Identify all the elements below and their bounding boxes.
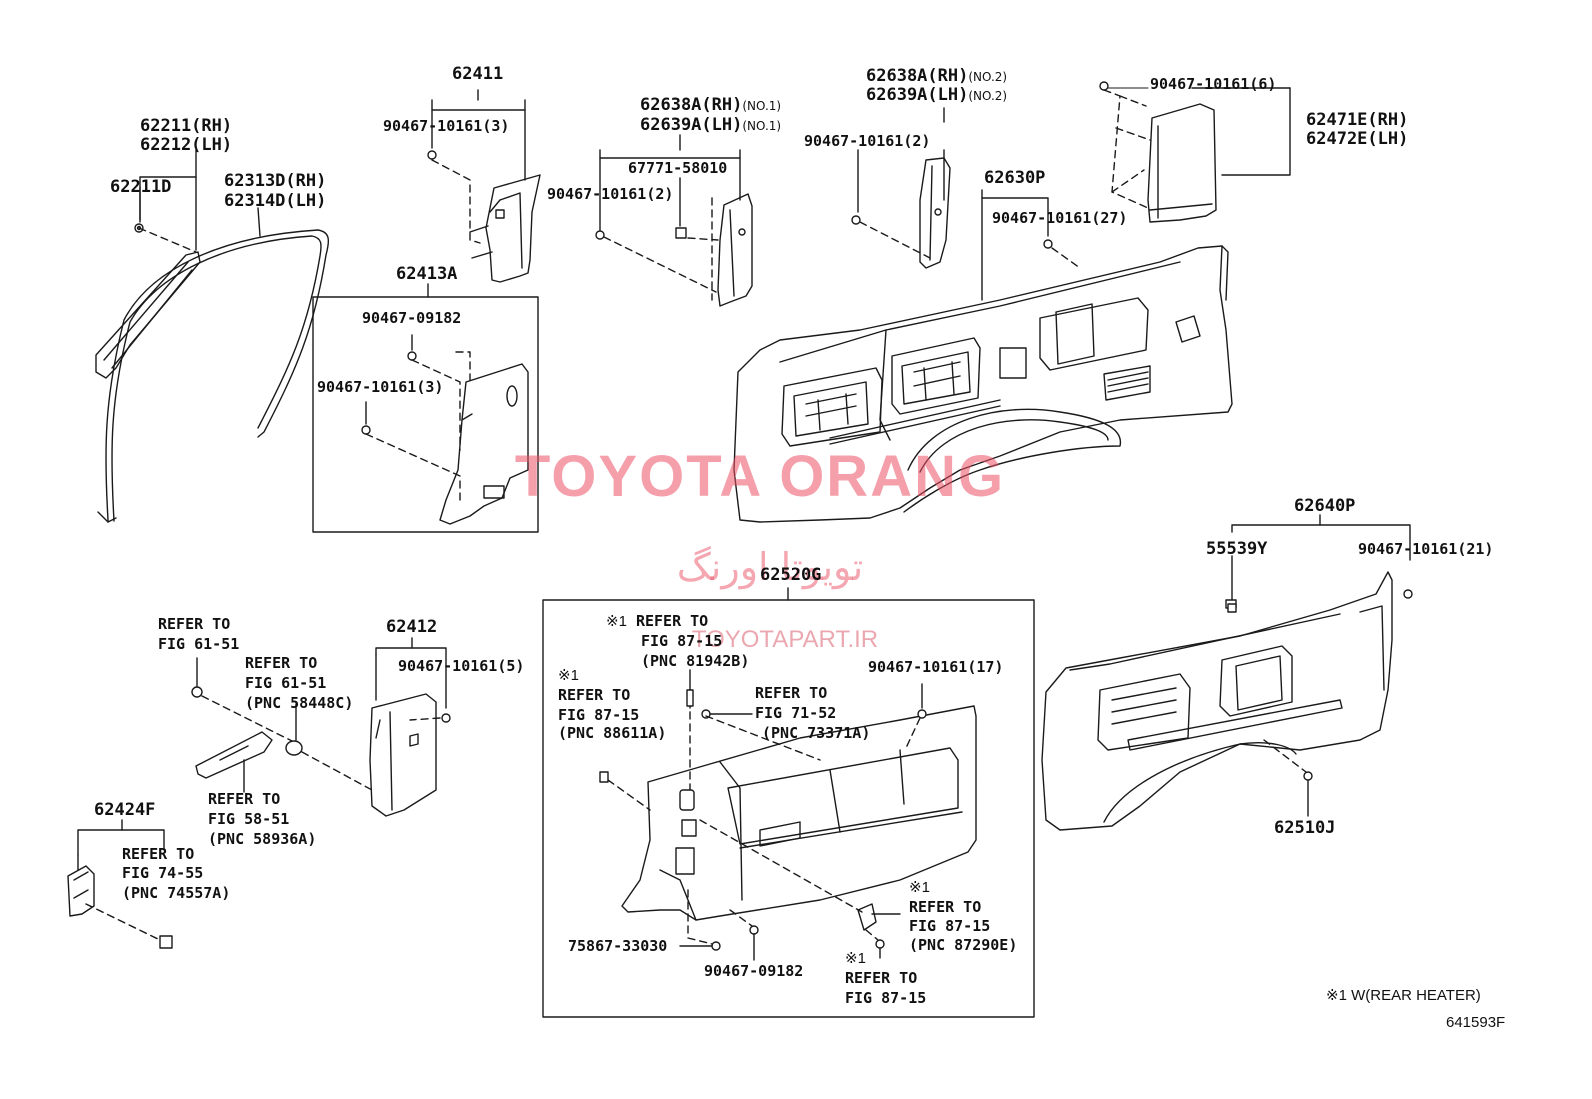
callout-ref-87290e-line1: REFER TO bbox=[909, 898, 982, 916]
callout-ref-74557a-line1: REFER TO bbox=[122, 845, 195, 863]
lower-trim-62520g-part bbox=[621, 705, 977, 921]
callout-ref-58936a-line1: REFER TO bbox=[208, 790, 281, 808]
callout-62630p-clip: 90467-10161(27) bbox=[992, 209, 1128, 227]
trim-62411-part bbox=[469, 174, 541, 283]
callout-62639a-no2: 62639A(LH)(NO.2) bbox=[866, 85, 1008, 105]
callout-62412-clip: 90467-10161(5) bbox=[398, 657, 525, 675]
callout-62412: 62412 bbox=[386, 617, 438, 637]
callout-ref-74557a-line3: (PNC 74557A) bbox=[122, 884, 231, 902]
callout-ref-73371a-line2: FIG 71-52 bbox=[755, 704, 837, 722]
callout-ref-6151a-line2: FIG 61-51 bbox=[158, 635, 240, 653]
callout-ref-88611a-line3: (PNC 88611A) bbox=[558, 724, 667, 742]
callout-62413a-clip-a: 90467-09182 bbox=[362, 309, 462, 327]
callout-ref-88611a-line1: REFER TO bbox=[558, 686, 631, 704]
callout-no2-clip: 90467-10161(2) bbox=[804, 132, 931, 150]
callout-62630p: 62630P bbox=[984, 168, 1046, 188]
callout-ref-88611a-line2: FIG 87-15 bbox=[558, 706, 640, 724]
callout-62520g-clip-b: 90467-09182 bbox=[704, 962, 804, 980]
watermark-brand: TOYOTA ORANG bbox=[514, 444, 1006, 509]
watermark-site: TOYOTAPART.IR bbox=[691, 626, 879, 653]
callout-ref-58936a-line2: FIG 58-51 bbox=[208, 810, 290, 828]
callout-ref-81942b-line1: ※1 REFER TO bbox=[606, 612, 709, 630]
callout-62471e-clip: 90467-10161(6) bbox=[1150, 75, 1277, 93]
callout-62413a: 62413A bbox=[396, 264, 458, 284]
callout-ref-81942b-line3: (PNC 81942B) bbox=[641, 652, 750, 670]
callout-ref-88611a-mark: ※1 bbox=[558, 667, 579, 684]
callout-62211: 62211(RH) bbox=[140, 116, 233, 136]
corner-trim-62471e-part bbox=[1147, 103, 1217, 223]
trim-62413a-part bbox=[439, 363, 529, 525]
pillar-no2-part bbox=[919, 157, 951, 269]
callout-ref-87290e-mark: ※1 bbox=[909, 879, 930, 896]
callout-ref-87290e-line2: FIG 87-15 bbox=[909, 917, 991, 935]
callout-62314d: 62314D(LH) bbox=[224, 191, 327, 211]
callout-62638a-no2: 62638A(RH)(NO.2) bbox=[866, 66, 1008, 86]
callout-62640p: 62640P bbox=[1294, 496, 1356, 516]
bracket-62424f-part bbox=[67, 865, 95, 917]
callout-62211d: 62211D bbox=[110, 177, 172, 197]
watermark-brand-persian: تویوتا اورنگ bbox=[676, 545, 864, 589]
callout-ref-58448c-line2: FIG 61-51 bbox=[245, 674, 327, 692]
callout-67771-58010: 67771-58010 bbox=[628, 159, 728, 177]
callout-62472e: 62472E(LH) bbox=[1306, 129, 1409, 149]
pillar-no1-part bbox=[717, 193, 753, 307]
weatherstrip-part bbox=[97, 229, 330, 523]
footnote-rear-heater: ※1 W(REAR HEATER) bbox=[1326, 987, 1481, 1004]
callout-ref-8715b-line2: FIG 87-15 bbox=[845, 989, 927, 1007]
callout-62520g-clip: 90467-10161(17) bbox=[868, 658, 1004, 676]
callout-62640p-clip: 90467-10161(21) bbox=[1358, 540, 1494, 558]
callout-ref-73371a-line1: REFER TO bbox=[755, 684, 828, 702]
callout-no1-clip: 90467-10161(2) bbox=[547, 185, 674, 203]
callout-62411: 62411 bbox=[452, 64, 504, 84]
illustration-id: 641593F bbox=[1446, 1014, 1506, 1031]
callout-62638a-no1: 62638A(RH)(NO.1) bbox=[640, 95, 782, 115]
callout-ref-87290e-line3: (PNC 87290E) bbox=[909, 936, 1018, 954]
quarter-trim-62630p-part bbox=[733, 245, 1233, 523]
callout-62424f: 62424F bbox=[94, 800, 156, 820]
callout-ref-8715b-mark: ※1 bbox=[845, 950, 866, 967]
callout-62413a-clip-b: 90467-10161(3) bbox=[317, 378, 444, 396]
callout-62313d: 62313D(RH) bbox=[224, 171, 327, 191]
callout-ref-58448c-line3: (PNC 58448C) bbox=[245, 694, 354, 712]
callout-62510j: 62510J bbox=[1274, 818, 1336, 838]
callout-ref-58448c-line1: REFER TO bbox=[245, 654, 318, 672]
callout-ref-73371a-line3: (PNC 73371A) bbox=[762, 724, 871, 742]
sub-assembly-frame-62413a bbox=[312, 296, 539, 533]
callout-62639a-no1: 62639A(LH)(NO.1) bbox=[640, 115, 782, 135]
callout-ref-81942b-line2: FIG 87-15 bbox=[641, 632, 723, 650]
callout-62520g: 62520G bbox=[760, 565, 822, 585]
callout-ref-74557a-line2: FIG 74-55 bbox=[122, 864, 204, 882]
callout-ref-58936a-line3: (PNC 58936A) bbox=[208, 830, 317, 848]
callout-ref-6151a-line1: REFER TO bbox=[158, 615, 231, 633]
callout-62471e: 62471E(RH) bbox=[1306, 110, 1409, 130]
assist-grip-part bbox=[195, 731, 273, 779]
callout-55539y: 55539Y bbox=[1206, 539, 1268, 559]
pillar-62412-part bbox=[369, 693, 437, 817]
callout-62411-clip: 90467-10161(3) bbox=[383, 117, 510, 135]
callout-ref-8715b-line1: REFER TO bbox=[845, 969, 918, 987]
callout-75867-33030: 75867-33030 bbox=[568, 937, 668, 955]
lower-trim-62640p-part bbox=[1041, 571, 1393, 831]
callout-62212: 62212(LH) bbox=[140, 135, 233, 155]
